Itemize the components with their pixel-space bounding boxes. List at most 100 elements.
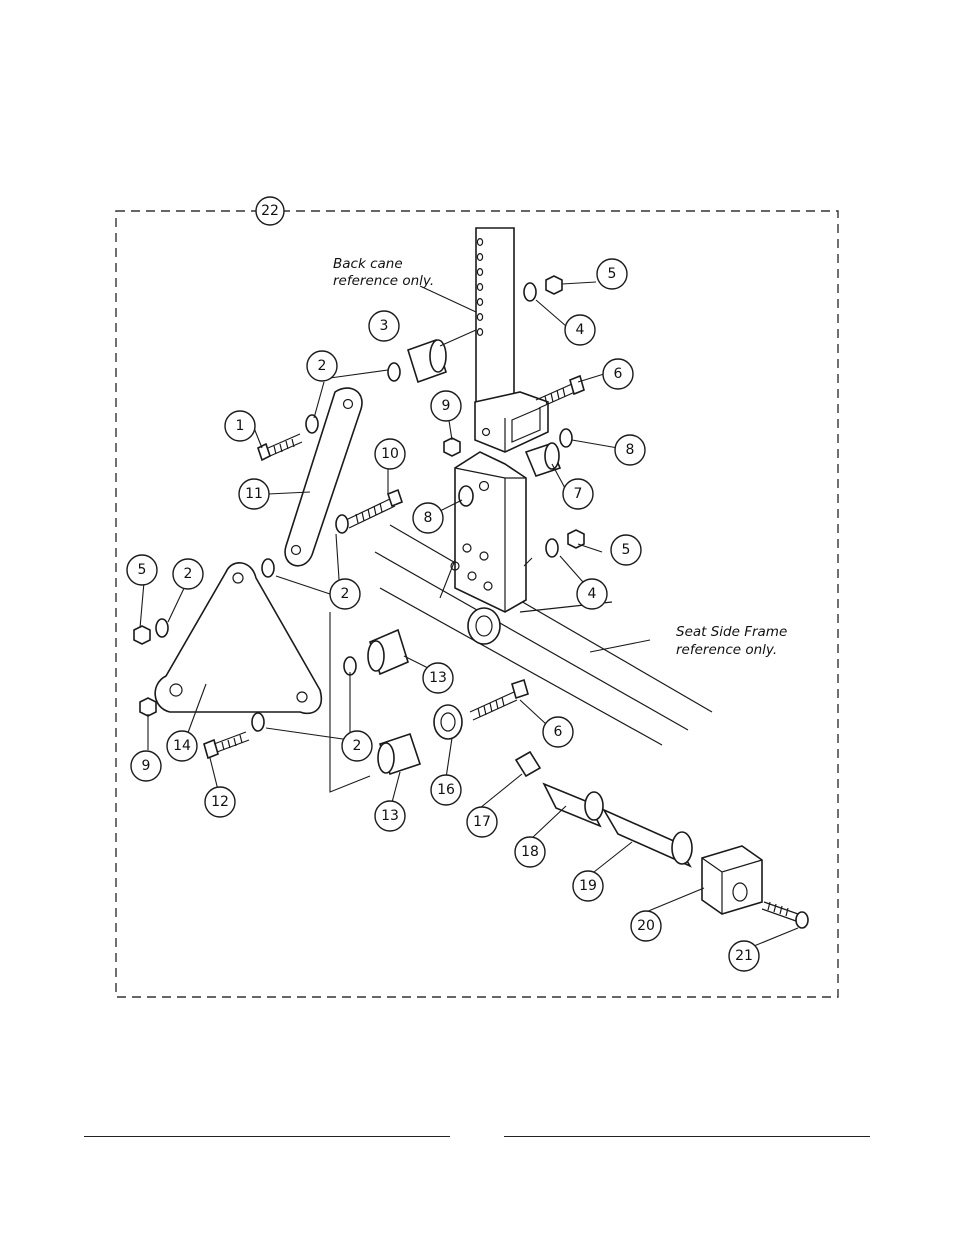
- callouts: 1 2 2 2 2 3 4 4 5 5 5 6 6 7 8 8 9 9 10 1…: [126, 258, 760, 972]
- callout-4-mid-label: 4: [588, 586, 597, 602]
- callout-2-left-circle: [172, 558, 204, 590]
- seat-frame-note-line-2: reference only.: [676, 642, 777, 658]
- bolt-1: [257, 433, 303, 462]
- back-cane-note-line-2: reference only.: [333, 273, 434, 289]
- back-cane-tube: [475, 227, 515, 407]
- callout-2-bottom-label: 2: [353, 738, 362, 754]
- callout-21: 21: [728, 940, 760, 972]
- callout-10-circle: [374, 438, 406, 470]
- seat-frame-note: Seat Side Frame reference only.: [676, 624, 787, 658]
- callout-4-top-label: 4: [576, 322, 585, 338]
- callout-14-circle: [166, 730, 198, 762]
- callout-17-label: 17: [473, 814, 491, 830]
- callout-9-upper-circle: [430, 390, 462, 422]
- tube-18: [542, 782, 604, 828]
- callout-21-circle: [728, 940, 760, 972]
- callout-9-lower-circle: [130, 750, 162, 782]
- callout-2-mid: 2: [329, 578, 361, 610]
- back-cane-note-line-1: Back cane: [333, 256, 403, 272]
- callout-5-mid-label: 5: [622, 542, 631, 558]
- callout-9-lower: 9: [130, 750, 162, 782]
- callout-8-left: 8: [412, 502, 444, 534]
- back-cane-note: Back cane reference only.: [333, 256, 434, 289]
- triangle-plate: [154, 562, 323, 715]
- callout-19-label: 19: [579, 878, 597, 894]
- callout-4-mid-circle: [576, 578, 608, 610]
- callout-2-left-label: 2: [184, 566, 193, 582]
- clamp-block-20: [701, 845, 763, 915]
- callout-5-top-label: 5: [608, 266, 617, 282]
- callout-21-label: 21: [735, 948, 753, 964]
- callout-14-label: 14: [173, 738, 191, 754]
- callout-8-left-circle: [412, 502, 444, 534]
- callout-1: 1: [224, 410, 256, 442]
- tube-19: [602, 808, 693, 868]
- seat-side-frame-reference: [374, 524, 713, 746]
- assembly-boundary: [115, 210, 839, 998]
- callout-13-upper-label: 13: [429, 670, 447, 686]
- callout-2-top-circle: [306, 350, 338, 382]
- bolt-21: [761, 901, 809, 929]
- callout-5-left-label: 5: [138, 562, 147, 578]
- callout-5-left-circle: [126, 554, 158, 586]
- coupling-nut-17: [514, 750, 542, 778]
- callout-12: 12: [204, 786, 236, 818]
- callout-16-label: 16: [437, 782, 455, 798]
- bolt-6-lower: [469, 678, 529, 721]
- callout-9-lower-label: 9: [142, 758, 151, 774]
- callout-9-upper: 9: [430, 390, 462, 422]
- callout-5-mid: 5: [610, 534, 642, 566]
- callout-2-mid-label: 2: [341, 586, 350, 602]
- spacer-13-lower: [377, 732, 422, 776]
- callout-4-top-circle: [564, 314, 596, 346]
- leader-lines: [139, 281, 799, 947]
- callout-13-upper-circle: [422, 662, 454, 694]
- callout-14: 14: [166, 730, 198, 762]
- back-cane-clamp: [474, 391, 549, 453]
- callout-11: 11: [238, 478, 270, 510]
- seat-mounting-block: [450, 451, 527, 613]
- callout-8-left-label: 8: [424, 510, 433, 526]
- frame-washer: [467, 607, 501, 645]
- callout-18-label: 18: [521, 844, 539, 860]
- callout-5-left: 5: [126, 554, 158, 586]
- callout-2-top: 2: [306, 350, 338, 382]
- callout-8-right: 8: [614, 434, 646, 466]
- callout-8-right-label: 8: [626, 442, 635, 458]
- bolt-6-upper: [535, 374, 585, 409]
- callout-5-top-circle: [596, 258, 628, 290]
- bolt-12: [203, 731, 250, 760]
- callout-2-left: 2: [172, 558, 204, 590]
- callout-12-circle: [204, 786, 236, 818]
- callout-6-lower-label: 6: [554, 724, 563, 740]
- spacer-13-upper: [367, 628, 409, 676]
- footer-rule-right: [504, 1136, 870, 1137]
- callout-4-mid: 4: [576, 578, 608, 610]
- callout-20-circle: [630, 910, 662, 942]
- callout-11-label: 11: [245, 486, 263, 502]
- callout-13-lower-label: 13: [381, 808, 399, 824]
- washers: [155, 282, 573, 732]
- callout-6-lower: 6: [542, 716, 574, 748]
- callout-1-label: 1: [236, 418, 245, 434]
- footer-rule-left: [84, 1136, 450, 1137]
- callout-17-circle: [466, 806, 498, 838]
- callout-18: 18: [514, 836, 546, 868]
- callout-22-circle: [255, 196, 285, 226]
- callout-18-circle: [514, 836, 546, 868]
- callout-13-lower-circle: [374, 800, 406, 832]
- callout-12-label: 12: [211, 794, 229, 810]
- callout-3-circle: [368, 310, 400, 342]
- callout-9-upper-label: 9: [442, 398, 451, 414]
- spacer-7: [524, 442, 562, 477]
- callout-20: 20: [630, 910, 662, 942]
- callout-22: 22: [255, 196, 285, 226]
- callout-2-bottom: 2: [341, 730, 373, 762]
- link-arm: [284, 387, 363, 567]
- callout-22-label: 22: [261, 203, 279, 219]
- callout-5-mid-circle: [610, 534, 642, 566]
- callout-6-upper: 6: [602, 358, 634, 390]
- rod-end-16: [433, 704, 463, 740]
- callout-20-label: 20: [637, 918, 655, 934]
